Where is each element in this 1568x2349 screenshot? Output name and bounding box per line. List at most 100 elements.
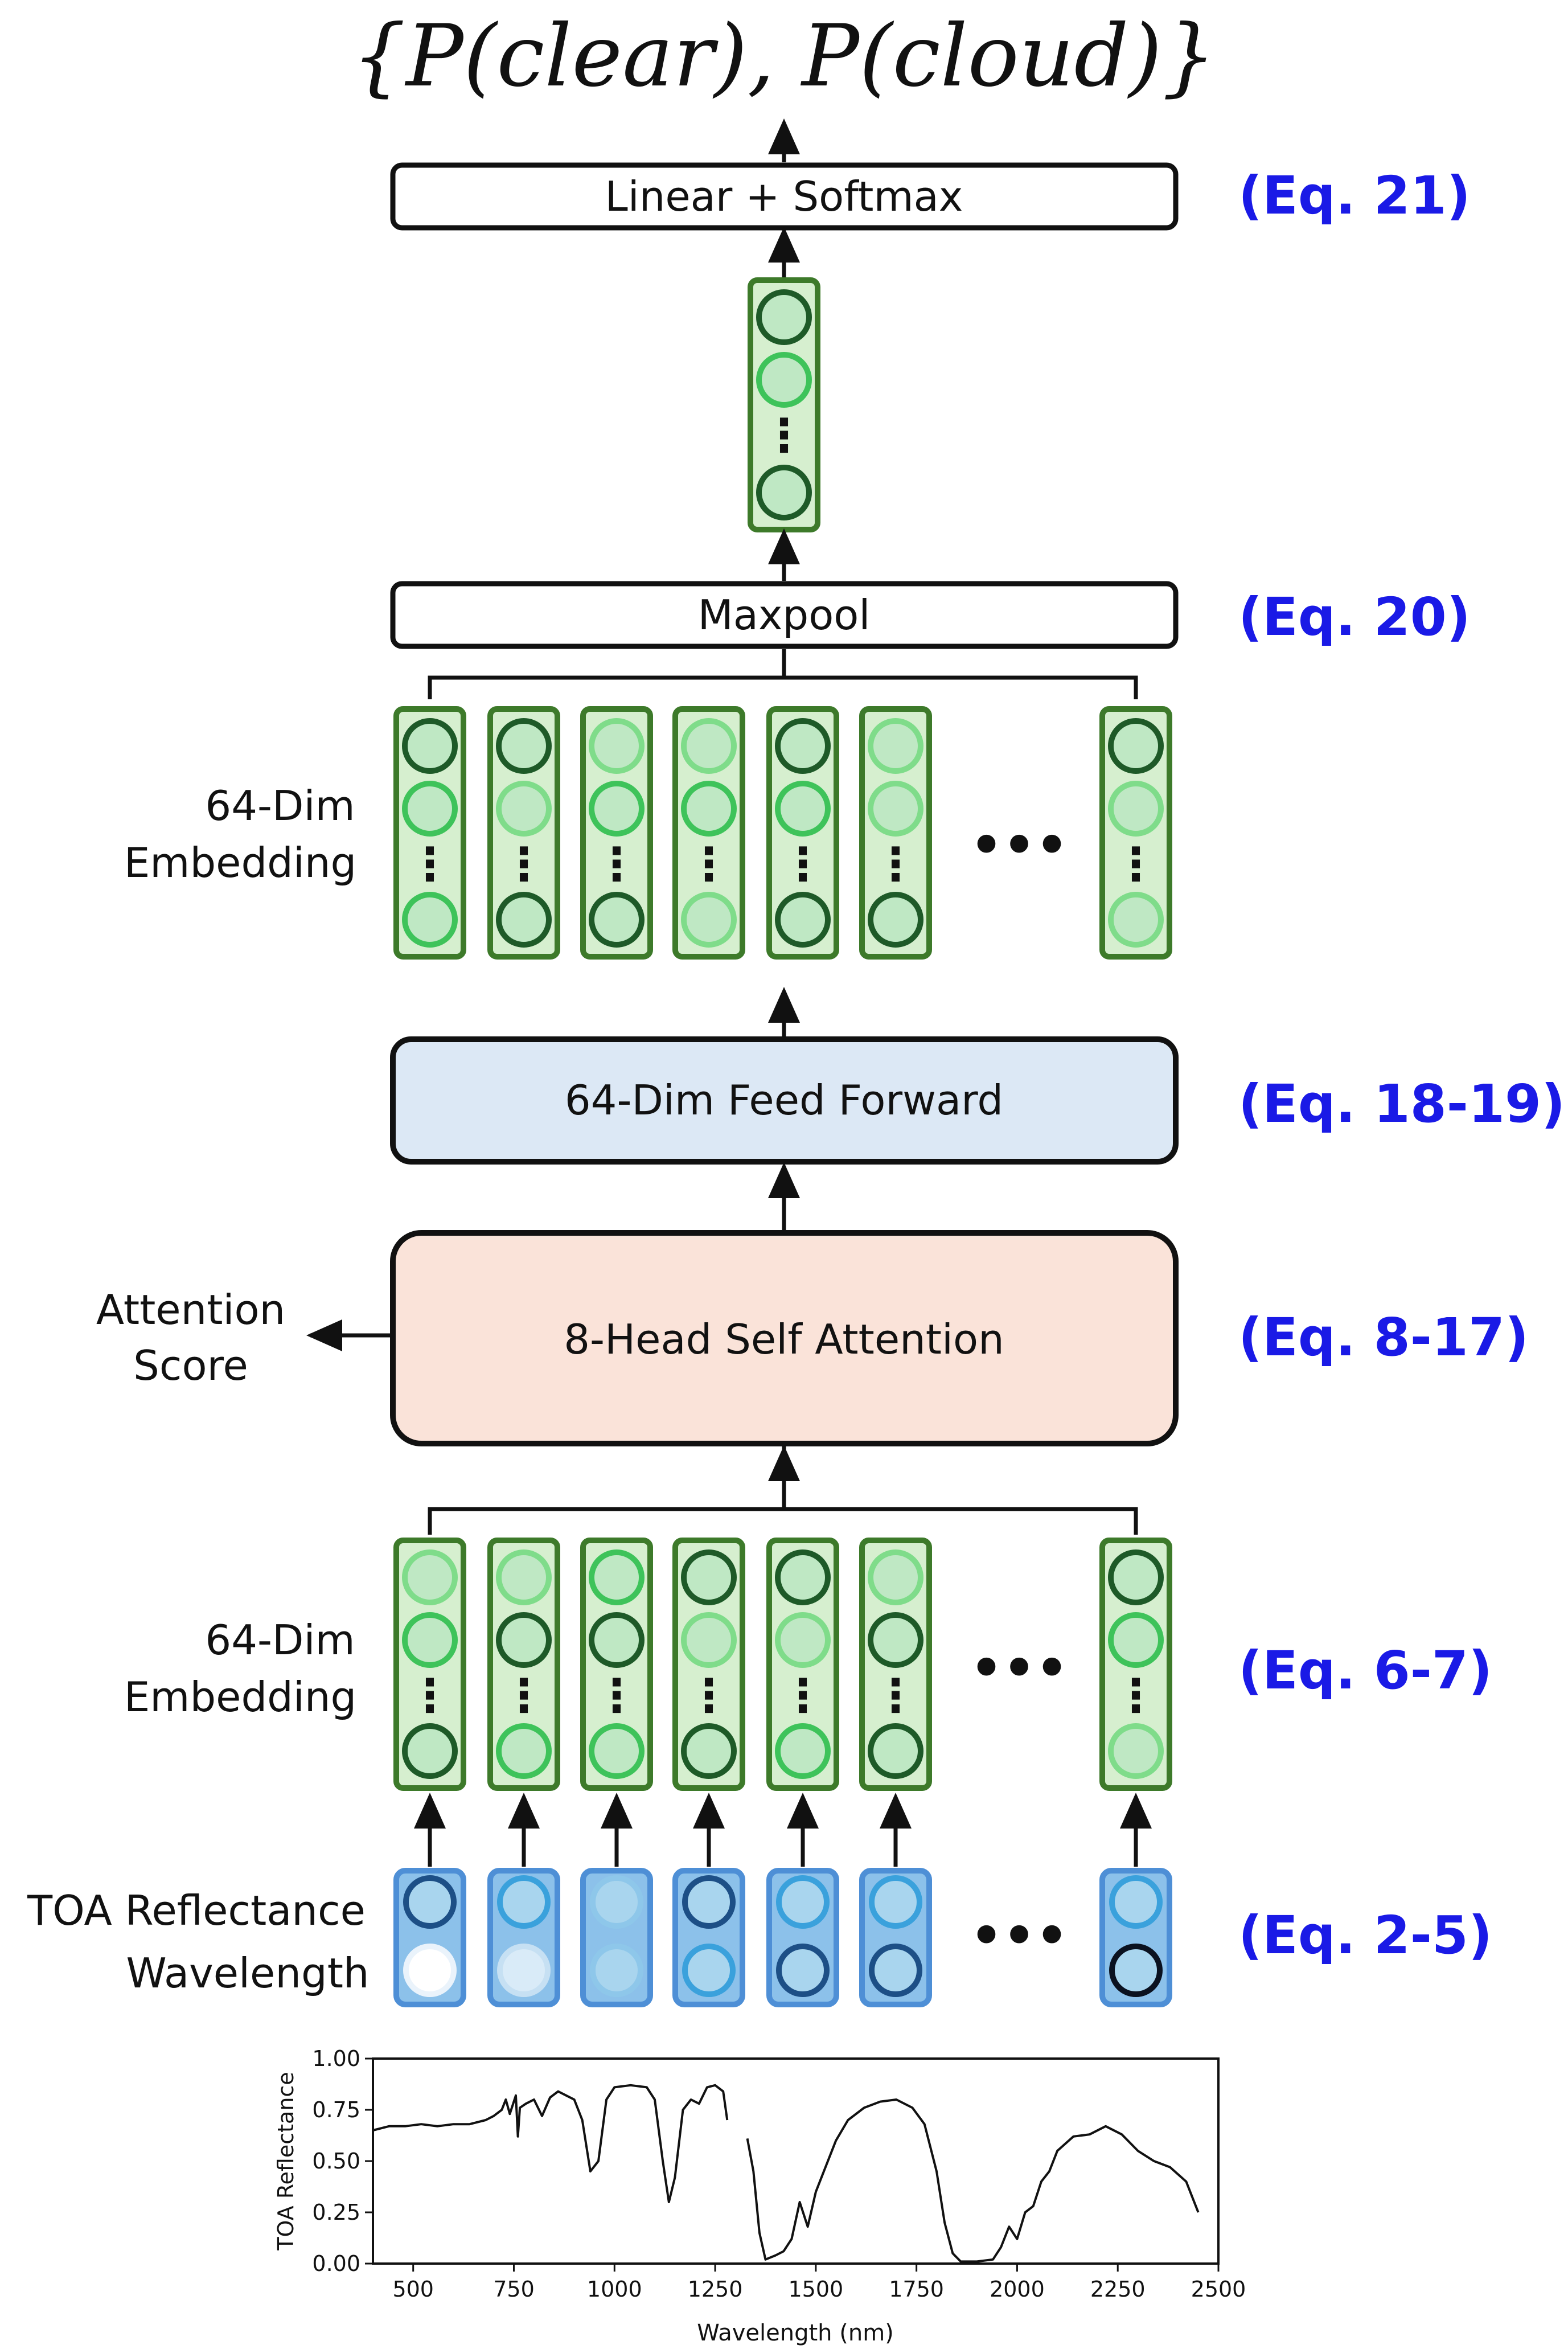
embedding-node	[496, 718, 552, 774]
vertical-dots: ⋮	[780, 1669, 826, 1722]
vertical-dots: ⋮	[1113, 1669, 1159, 1722]
embedding-node	[402, 718, 458, 774]
wavelength-node	[682, 1944, 736, 1997]
embedding-node	[756, 465, 812, 520]
bottom-embedding-label-line2: Embedding	[124, 1673, 356, 1721]
embedding-node	[868, 1549, 923, 1605]
x-tick-label: 1250	[688, 2277, 743, 2302]
wavelength-node	[403, 1944, 457, 1997]
toa-reflectance-label: TOA Reflectance	[27, 1887, 366, 1934]
embedding-node	[775, 1723, 831, 1779]
reflectance-node	[497, 1875, 551, 1929]
y-tick-label: 0.25	[312, 2200, 360, 2225]
embedding-node	[1108, 892, 1164, 948]
maxpool-block	[390, 581, 1179, 649]
spectrum-line-segment-1	[746, 2098, 1200, 2263]
embedding-node	[775, 781, 831, 837]
chart-x-axis-label: Wavelength (nm)	[697, 2320, 894, 2346]
embedding-node	[589, 1723, 645, 1779]
linear-softmax-label: Linear + Softmax	[605, 173, 963, 220]
wavelength-node	[1109, 1944, 1163, 1997]
attention-score-label-line1: Attention	[96, 1286, 285, 1334]
self-attention-block	[390, 1230, 1179, 1446]
x-tick-label: 2250	[1090, 2277, 1146, 2302]
top-embedding-ellipsis: •••	[970, 815, 1069, 875]
top-embedding-bracket	[428, 649, 1138, 699]
vertical-dots: ⋮	[501, 838, 547, 891]
vertical-dots: ⋮	[873, 1669, 918, 1722]
vertical-dots: ⋮	[407, 1669, 453, 1722]
y-tick-label: 0.00	[312, 2251, 360, 2276]
embedding-node	[868, 1723, 923, 1779]
embedding-node	[775, 892, 831, 948]
embedding-node	[681, 1612, 737, 1668]
attention-score-label-line2: Score	[133, 1342, 248, 1389]
bottom-embedding-label-line1: 64-Dim	[205, 1616, 355, 1664]
y-tick-label: 0.75	[312, 2097, 360, 2122]
reflectance-node	[403, 1875, 457, 1929]
embedding-node	[756, 352, 812, 408]
embedding-node	[589, 781, 645, 837]
vertical-dots: ⋮	[501, 1669, 547, 1722]
x-tick-label: 2000	[990, 2277, 1045, 2302]
reflectance-node	[776, 1875, 830, 1929]
bottom-embedding-columns: ⋮⋮⋮⋮⋮⋮⋮	[393, 1538, 1172, 1791]
wavelength-label: Wavelength	[126, 1949, 369, 1997]
eq-18-19-label: (Eq. 18-19)	[1238, 1073, 1565, 1134]
embedding-node	[681, 1549, 737, 1605]
embedding-node	[1108, 1723, 1164, 1779]
eq-8-17-label: (Eq. 8-17)	[1238, 1307, 1529, 1368]
input-token-columns	[393, 1868, 1172, 2007]
embedding-node	[402, 1549, 458, 1605]
chart-series	[372, 2084, 1200, 2263]
x-tick-label: 2500	[1191, 2277, 1246, 2302]
embedding-node	[402, 1612, 458, 1668]
reflectance-node	[590, 1875, 643, 1929]
embedding-node	[681, 892, 737, 948]
embedding-node	[402, 892, 458, 948]
eq-21-label: (Eq. 21)	[1238, 165, 1471, 226]
vertical-dots: ⋮	[594, 838, 639, 891]
embedding-node	[681, 718, 737, 774]
embedding-node	[496, 1549, 552, 1605]
vertical-dots: ⋮	[780, 838, 826, 891]
wavelength-node	[776, 1944, 830, 1997]
embedding-node	[775, 1549, 831, 1605]
vertical-dots: ⋮	[873, 838, 918, 891]
wavelength-node	[590, 1944, 643, 1997]
x-tick-label: 1750	[889, 2277, 944, 2302]
embedding-node	[1108, 1549, 1164, 1605]
top-embedding-label-line2: Embedding	[124, 839, 356, 887]
chart-y-axis-label: TOA Reflectance	[273, 2072, 298, 2250]
embedding-node	[756, 289, 812, 345]
vertical-dots: ⋮	[1113, 838, 1159, 891]
embedding-node	[868, 781, 923, 837]
vertical-dots: ⋮	[407, 838, 453, 891]
embedding-node	[589, 1612, 645, 1668]
wavelength-node	[497, 1944, 551, 1997]
embedding-node	[496, 781, 552, 837]
eq-6-7-label: (Eq. 6-7)	[1238, 1640, 1492, 1701]
embedding-node	[681, 781, 737, 837]
input-to-embedding-arrows	[414, 1793, 1152, 1867]
embedding-node	[1108, 718, 1164, 774]
embedding-node	[681, 1723, 737, 1779]
embedding-node	[496, 892, 552, 948]
reflectance-node	[682, 1875, 736, 1929]
feed-forward-label: 64-Dim Feed Forward	[565, 1076, 1003, 1124]
pooled-vector: ⋮	[748, 277, 820, 532]
embedding-node	[1108, 1612, 1164, 1668]
bottom-embedding-ellipsis: •••	[970, 1638, 1069, 1698]
embedding-node	[402, 781, 458, 837]
embedding-node	[868, 892, 923, 948]
chart-plot-area	[372, 2057, 1220, 2265]
spectrum-line-segment-0	[372, 2084, 729, 2203]
vertical-dots: ⋮	[761, 409, 807, 462]
x-tick-label: 750	[493, 2277, 535, 2302]
input-ellipsis: •••	[970, 1906, 1069, 1966]
output-probabilities-label: {P(clear), P(cloud)}	[352, 7, 1217, 106]
y-tick-label: 0.50	[312, 2149, 360, 2174]
